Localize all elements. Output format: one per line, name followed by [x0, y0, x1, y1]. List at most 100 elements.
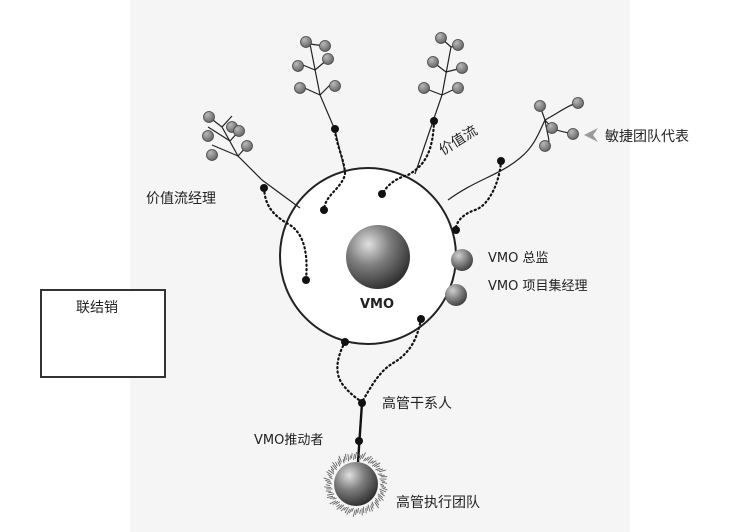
- halo-stroke: [380, 480, 385, 482]
- halo-stroke: [340, 507, 345, 512]
- label-vmo-director: VMO 总监: [488, 251, 549, 266]
- halo-stroke: [339, 504, 345, 510]
- vmo-program-manager-sphere: [445, 284, 467, 306]
- halo-stroke: [377, 497, 381, 502]
- halo-stroke: [371, 462, 378, 467]
- halo-stroke: [377, 468, 384, 472]
- halo-stroke: [358, 455, 361, 461]
- halo-stroke: [355, 508, 358, 516]
- label-vmo-promoter: VMO推动者: [254, 433, 324, 448]
- halo-stroke: [379, 483, 385, 486]
- halo-stroke: [374, 499, 380, 506]
- halo-stroke: [327, 493, 335, 496]
- halo-stroke: [377, 495, 384, 501]
- halo-stroke: [353, 453, 355, 461]
- halo-stroke: [356, 453, 359, 459]
- halo-stroke: [344, 506, 349, 514]
- label-vmo-center: VMO: [360, 297, 395, 312]
- halo-stroke: [328, 469, 335, 475]
- label-value-stream-manager: 价值流经理: [146, 191, 216, 207]
- halo-stroke: [371, 501, 375, 506]
- halo-stroke: [325, 479, 332, 483]
- halo-stroke: [326, 471, 332, 476]
- chevron-left-icon: [584, 128, 598, 142]
- halo-stroke: [381, 487, 388, 491]
- halo-stroke: [336, 504, 341, 508]
- halo-stroke: [381, 481, 388, 484]
- halo-stroke: [370, 505, 373, 512]
- halo-stroke: [367, 504, 371, 512]
- linking-pins: [262, 119, 503, 404]
- exec-team-halo: [323, 451, 388, 518]
- dendrite-leaves: [202, 32, 584, 161]
- halo-stroke: [329, 500, 337, 505]
- halo-stroke: [367, 457, 374, 464]
- halo-stroke: [351, 507, 354, 512]
- legend-box: 联结销: [40, 289, 166, 378]
- halo-stroke: [328, 476, 333, 480]
- vmo-core-sphere: [346, 225, 410, 289]
- halo-stroke: [348, 508, 353, 514]
- halo-stroke: [336, 504, 343, 510]
- vmo-director-sphere: [451, 249, 473, 271]
- halo-stroke: [332, 464, 337, 471]
- legend-title: 联结销: [76, 300, 118, 316]
- halo-stroke: [363, 457, 367, 462]
- halo-stroke: [379, 488, 387, 493]
- halo-stroke: [330, 468, 335, 473]
- halo-stroke: [335, 501, 341, 505]
- halo-stroke: [377, 493, 384, 498]
- halo-stroke: [346, 509, 351, 515]
- halo-stroke: [380, 492, 385, 497]
- halo-stroke: [365, 508, 367, 514]
- halo-stroke: [352, 509, 356, 518]
- halo-stroke: [327, 473, 333, 478]
- halo-stroke: [357, 507, 359, 514]
- halo-stroke: [329, 496, 335, 499]
- pin-dots: [260, 117, 505, 445]
- label-exec-team: 高管执行团队: [396, 495, 480, 511]
- halo-stroke: [379, 490, 384, 494]
- halo-stroke: [337, 461, 341, 467]
- halo-stroke: [335, 461, 338, 467]
- label-agile-team-rep: 敏捷团队代表: [605, 129, 689, 145]
- halo-stroke: [343, 506, 347, 511]
- halo-stroke: [324, 486, 332, 488]
- halo-stroke: [326, 482, 333, 485]
- halo-stroke: [367, 455, 372, 461]
- halo-stroke: [351, 453, 353, 459]
- halo-stroke: [369, 460, 374, 464]
- halo-stroke: [361, 452, 366, 459]
- halo-stroke: [380, 485, 386, 488]
- halo-stroke: [373, 462, 381, 467]
- label-vmo-program-manager: VMO 项目集经理: [488, 279, 588, 294]
- dendrite-value-stream-2: [414, 37, 463, 175]
- halo-stroke: [371, 460, 377, 464]
- halo-stroke: [347, 454, 349, 462]
- halo-stroke: [365, 456, 369, 462]
- halo-stroke: [323, 477, 331, 481]
- halo-stroke: [330, 466, 335, 471]
- exec-team-sphere: [334, 462, 378, 506]
- halo-stroke: [374, 501, 379, 509]
- dendrite-value-stream-manager: [207, 115, 301, 209]
- halo-stroke: [343, 456, 346, 462]
- halo-stroke: [345, 453, 347, 460]
- halo-stroke: [332, 497, 337, 500]
- halo-stroke: [359, 453, 364, 460]
- axon-line: [356, 402, 364, 463]
- halo-stroke: [325, 484, 331, 487]
- halo-stroke: [371, 503, 374, 509]
- halo-stroke: [332, 461, 338, 469]
- halo-stroke: [326, 495, 334, 498]
- halo-stroke: [342, 459, 345, 464]
- halo-stroke: [375, 467, 381, 471]
- halo-stroke: [375, 465, 381, 468]
- halo-stroke: [359, 509, 361, 514]
- dendrite-agile-team: [447, 102, 579, 201]
- halo-stroke: [337, 458, 341, 465]
- halo-stroke: [378, 469, 387, 473]
- halo-stroke: [338, 455, 342, 463]
